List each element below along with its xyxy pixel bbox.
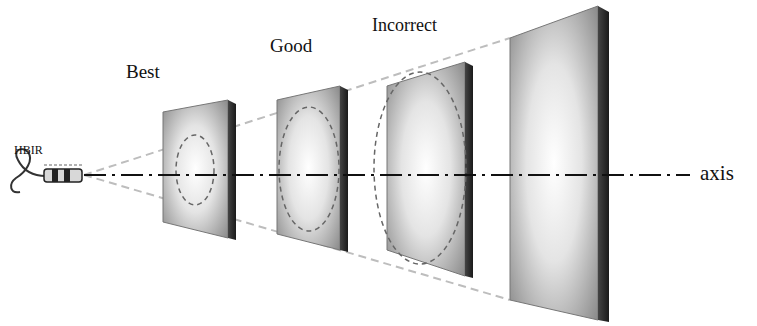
screen-panel [163,100,236,240]
screen-panel [277,86,348,252]
screen-panel [510,6,609,322]
axis-label: axis [700,162,734,185]
screen-panel [374,62,473,278]
position-label: Incorrect [372,16,437,36]
position-label: Good [270,36,312,57]
optical-axis [84,174,690,176]
position-label: Best [126,62,160,83]
lamp-label: HBIR [14,144,43,157]
